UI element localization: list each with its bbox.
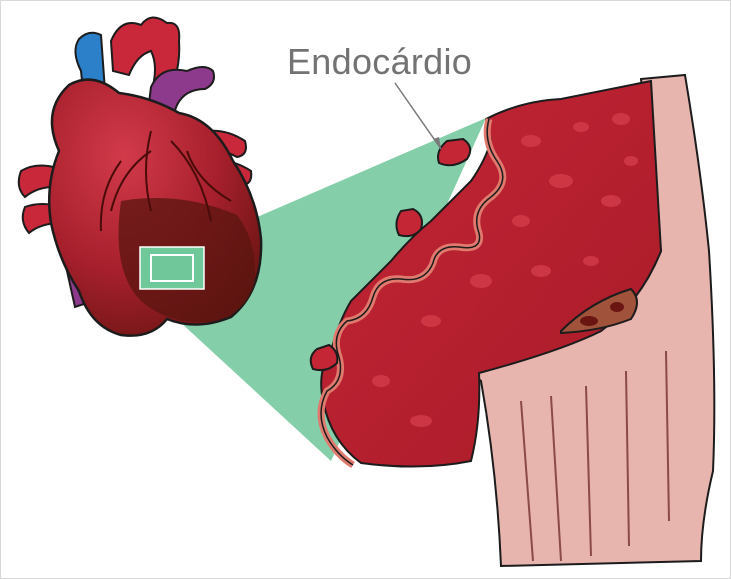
heart-illustration [19,17,261,335]
trabecula-2 [396,209,422,236]
vessel-lumen-1 [580,316,598,326]
highlight-region-box [140,247,204,289]
vessel-lumen-2 [610,302,624,312]
heart-wall-slice [311,75,715,566]
endocardium-label: Endocárdio [287,41,472,83]
